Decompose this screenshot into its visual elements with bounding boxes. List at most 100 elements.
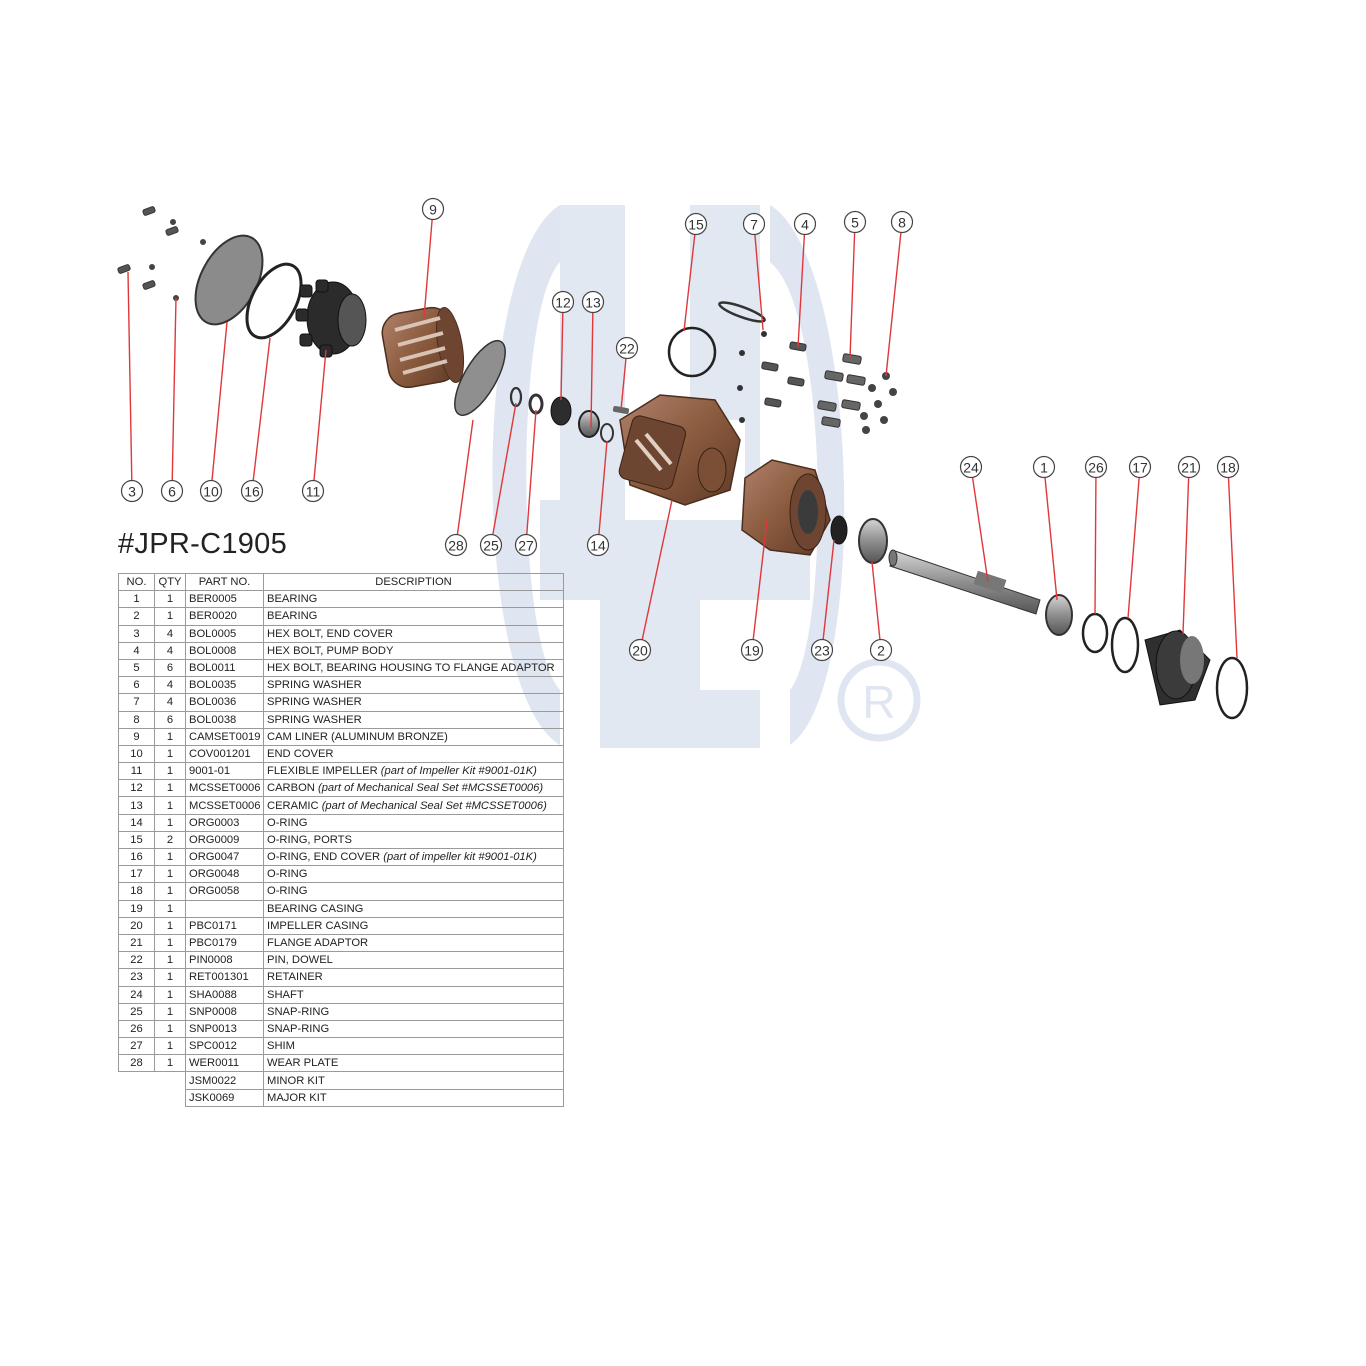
pump-body-bolts <box>761 341 807 408</box>
cell-no: 23 <box>118 968 155 987</box>
cell-part-no: PBC0179 <box>185 933 264 953</box>
callout-number: 23 <box>814 643 830 659</box>
cell-part-no: BOL0035 <box>185 676 264 695</box>
callout-circle <box>1032 455 1056 479</box>
cell-part-no: JSK0069 <box>185 1088 264 1107</box>
cell-qty: 1 <box>154 796 186 815</box>
callout-number: 10 <box>203 484 219 500</box>
callout-number: 22 <box>619 341 635 357</box>
callout-number: 4 <box>801 217 809 233</box>
cell-description: SPRING WASHER <box>263 676 564 695</box>
callout-14: 14 <box>586 533 610 557</box>
cell-no: 15 <box>118 830 155 850</box>
column-header-no: NO. <box>118 572 155 592</box>
cell-part-no: BER0005 <box>185 590 264 609</box>
callout-number: 18 <box>1220 460 1236 476</box>
cell-no: 24 <box>118 985 155 1004</box>
cell-no: 12 <box>118 779 155 798</box>
callout-circle <box>615 336 639 360</box>
bearing-2 <box>858 518 888 564</box>
cell-no: 14 <box>118 813 155 832</box>
cell-part-no: BOL0011 <box>185 658 264 678</box>
o-ring-18 <box>1215 656 1249 720</box>
cell-qty: 1 <box>154 762 186 781</box>
callout-circle <box>1128 455 1152 479</box>
callout-number: 13 <box>585 295 601 311</box>
cell-no: 11 <box>118 762 155 781</box>
port-o-ring-2 <box>718 301 766 323</box>
cell-description: O-RING <box>263 882 564 901</box>
callout-circle <box>199 479 223 503</box>
cell-qty: 1 <box>154 847 186 867</box>
flexible-impeller <box>295 279 367 358</box>
cell-description: O-RING <box>263 813 564 832</box>
leader-line-18 <box>1227 466 1238 659</box>
cell-no: 21 <box>118 933 155 953</box>
callout-22: 22 <box>615 336 639 360</box>
description-text: O-RING <box>267 868 308 881</box>
leader-line-17 <box>1127 466 1141 619</box>
leader-line-24 <box>970 466 989 583</box>
cell-no: 25 <box>118 1002 155 1021</box>
cell-qty: 1 <box>154 727 186 746</box>
cell-no: 9 <box>118 727 155 746</box>
cell-part-no: JSM0022 <box>185 1071 264 1090</box>
callout-circle <box>890 210 914 234</box>
cell-qty: 4 <box>154 693 186 712</box>
cell-part-no: COV001201 <box>185 744 264 764</box>
cell-description: CARBON (part of Mechanical Seal Set #MCS… <box>263 779 564 798</box>
callout-17: 17 <box>1128 455 1152 479</box>
callout-19: 19 <box>740 638 764 662</box>
callout-number: 25 <box>483 538 499 554</box>
callout-circle <box>1177 455 1201 479</box>
callout-6: 6 <box>160 479 184 503</box>
cell-description: MINOR KIT <box>263 1071 564 1090</box>
cell-qty: 1 <box>154 865 186 884</box>
cell-description: BEARING <box>263 607 564 626</box>
port-o-ring <box>667 326 717 378</box>
callout-circle <box>740 638 764 662</box>
cell-qty: 1 <box>154 813 186 832</box>
cell-part-no: ORG0003 <box>185 813 264 832</box>
cell-description: BEARING <box>263 590 564 609</box>
cell-no: 8 <box>118 710 155 729</box>
callout-number: 9 <box>429 202 437 218</box>
description-text: WEAR PLATE <box>267 1057 339 1070</box>
callout-number: 17 <box>1132 460 1148 476</box>
description-text: BEARING CASING <box>267 902 364 915</box>
cell-qty: 1 <box>154 607 186 626</box>
blank-cell <box>155 1072 186 1089</box>
leader-line-4 <box>797 223 806 348</box>
callout-number: 1 <box>1040 460 1048 476</box>
leader-line-27 <box>525 409 537 546</box>
cell-part-no: PIN0008 <box>185 951 264 970</box>
cell-no: 27 <box>118 1037 155 1056</box>
leader-line-7 <box>753 223 764 331</box>
end-cover-o-ring <box>245 262 303 340</box>
callout-circle <box>684 212 708 236</box>
cam-liner <box>381 306 465 389</box>
callout-circle <box>120 479 144 503</box>
leader-line-11 <box>312 349 327 492</box>
callout-number: 7 <box>750 217 758 233</box>
cell-description: FLEXIBLE IMPELLER (part of Impeller Kit … <box>263 762 564 781</box>
leader-line-13 <box>590 301 594 429</box>
leader-line-1 <box>1043 466 1058 601</box>
description-text: SPRING WASHER <box>267 679 362 692</box>
blank-cell <box>155 1089 186 1106</box>
description-text: SPRING WASHER <box>267 696 362 709</box>
description-text: O-RING <box>267 816 308 829</box>
description-text: SPRING WASHER <box>267 713 362 726</box>
callout-4: 4 <box>793 212 817 236</box>
